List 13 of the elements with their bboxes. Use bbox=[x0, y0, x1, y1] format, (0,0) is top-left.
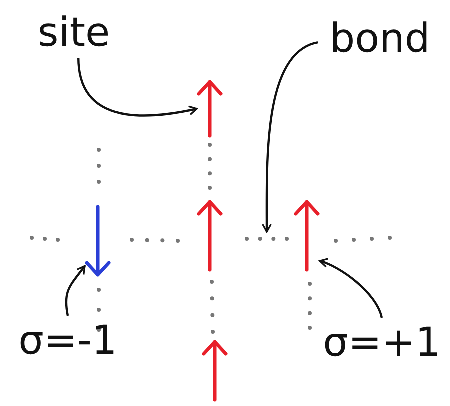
leader-line bbox=[319, 258, 384, 318]
annotation-label: site bbox=[28, 8, 120, 58]
leader-line bbox=[262, 42, 318, 233]
leader-line bbox=[78, 58, 198, 117]
spin-arrow bbox=[197, 200, 223, 272]
spin-arrow bbox=[294, 200, 320, 272]
spin-arrow bbox=[197, 80, 223, 138]
annotation-label: σ=-1 bbox=[12, 316, 124, 366]
annotation-label: bond bbox=[318, 14, 442, 64]
spin-arrow bbox=[85, 205, 111, 277]
leader-line bbox=[65, 265, 86, 316]
annotation-label: σ=+1 bbox=[322, 318, 442, 368]
spin-arrow bbox=[202, 340, 228, 402]
